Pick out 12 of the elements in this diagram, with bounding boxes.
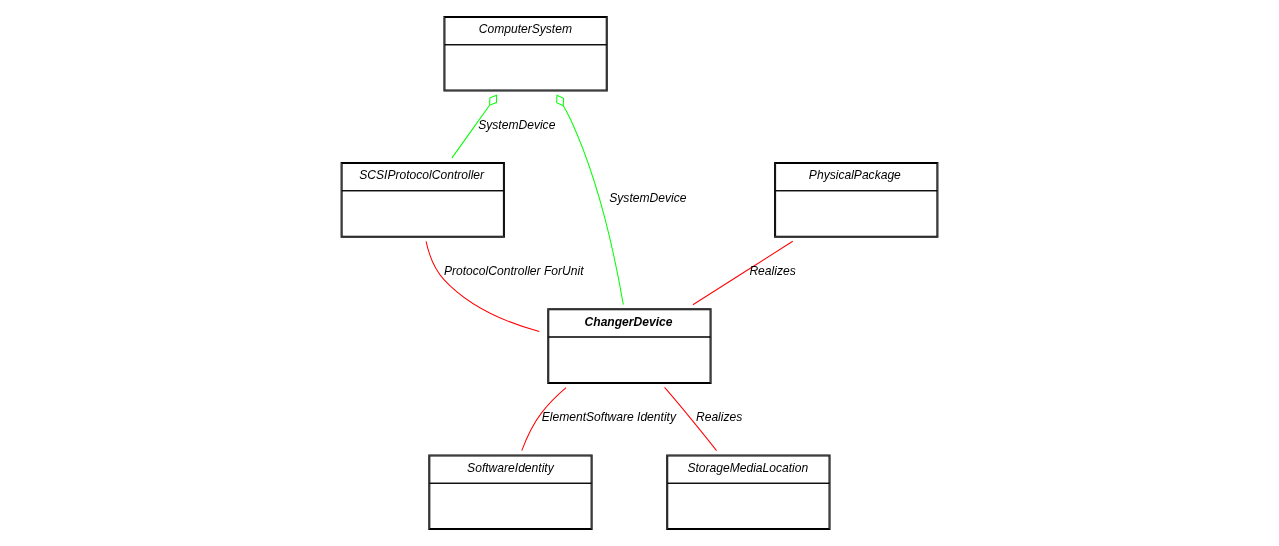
- edge-label: Realizes: [749, 264, 796, 279]
- connector: [521, 387, 567, 452]
- connector: [451, 94, 498, 159]
- edge-label: ElementSoftware Identity: [541, 410, 676, 425]
- connector: [556, 94, 624, 306]
- edge-label: SystemDevice: [609, 191, 687, 206]
- edge-label: SystemDevice: [478, 117, 556, 132]
- connector: [692, 240, 794, 306]
- connector: [664, 386, 718, 452]
- edge-label: ProtocolController ForUnit: [443, 264, 584, 279]
- connector: [425, 240, 540, 333]
- edge-label: Realizes: [695, 410, 743, 425]
